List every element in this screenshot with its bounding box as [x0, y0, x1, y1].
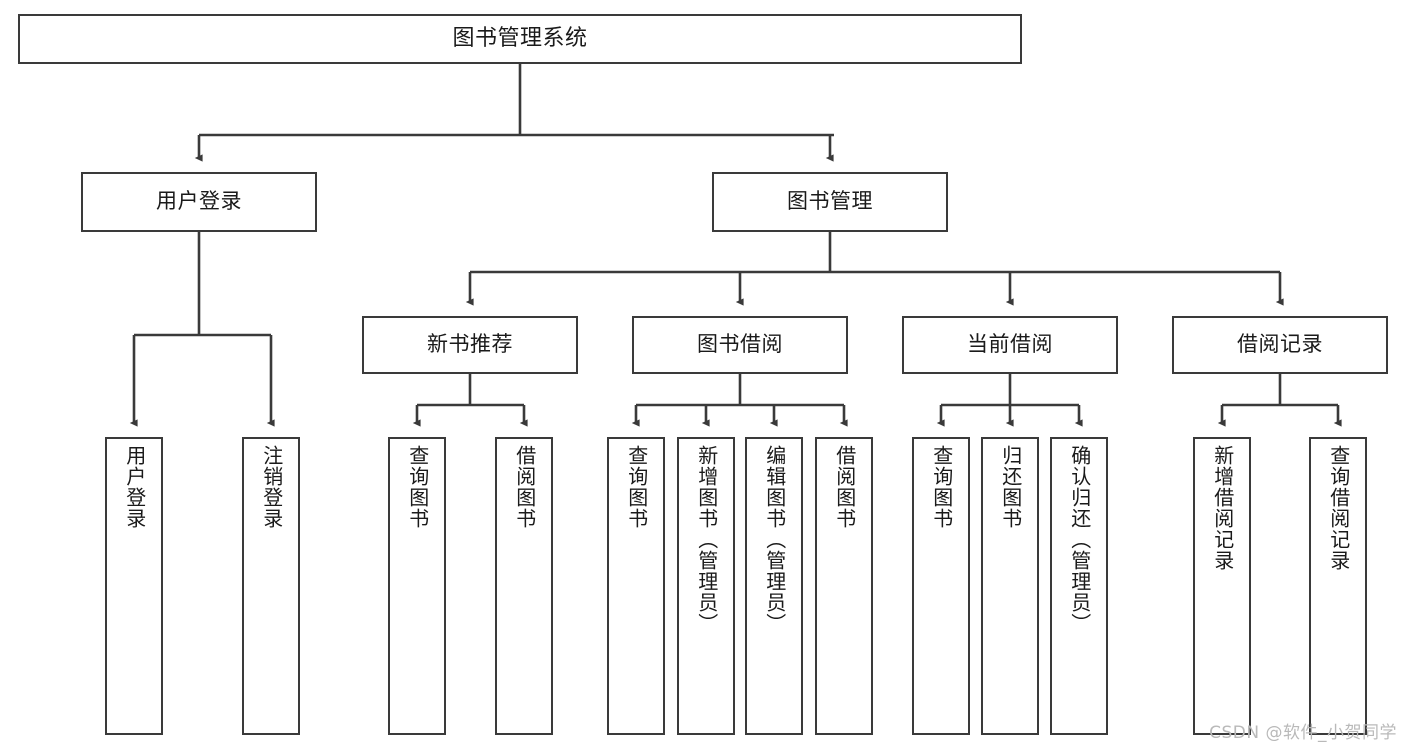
- leaf-bb-add-book-admin[interactable]: 新增图书（管理员）: [677, 437, 735, 735]
- node-root-system[interactable]: 图书管理系统: [18, 14, 1022, 64]
- node-new-book-recommend[interactable]: 新书推荐: [362, 316, 578, 374]
- leaf-user-login-login[interactable]: 用户登录: [105, 437, 163, 735]
- leaf-label: 查询图书: [624, 445, 649, 529]
- leaf-label: 编辑图书（管理员）: [762, 445, 787, 634]
- leaf-br-query-record[interactable]: 查询借阅记录: [1309, 437, 1367, 735]
- leaf-label: 注销登录: [259, 445, 284, 529]
- leaf-label: 归还图书: [998, 445, 1023, 529]
- leaf-cb-confirm-return-admin[interactable]: 确认归还（管理员）: [1050, 437, 1108, 735]
- node-user-login[interactable]: 用户登录: [81, 172, 317, 232]
- leaf-label: 借阅图书: [832, 445, 857, 529]
- node-borrow-record[interactable]: 借阅记录: [1172, 316, 1388, 374]
- leaf-bb-query-book[interactable]: 查询图书: [607, 437, 665, 735]
- leaf-label: 查询图书: [929, 445, 954, 529]
- node-book-management[interactable]: 图书管理: [712, 172, 948, 232]
- leaf-label: 新增借阅记录: [1210, 445, 1235, 571]
- leaf-cb-return-book[interactable]: 归还图书: [981, 437, 1039, 735]
- csdn-watermark: CSDN @软件_小贺同学: [1209, 723, 1397, 743]
- leaf-bb-borrow-book[interactable]: 借阅图书: [815, 437, 873, 735]
- leaf-nbr-query-book[interactable]: 查询图书: [388, 437, 446, 735]
- leaf-label: 查询借阅记录: [1326, 445, 1351, 571]
- leaf-label: 新增图书（管理员）: [694, 445, 719, 634]
- leaf-user-login-logout[interactable]: 注销登录: [242, 437, 300, 735]
- leaf-bb-edit-book-admin[interactable]: 编辑图书（管理员）: [745, 437, 803, 735]
- leaf-label: 确认归还（管理员）: [1067, 445, 1092, 634]
- leaf-cb-query-book[interactable]: 查询图书: [912, 437, 970, 735]
- leaf-br-add-record[interactable]: 新增借阅记录: [1193, 437, 1251, 735]
- node-book-borrow[interactable]: 图书借阅: [632, 316, 848, 374]
- leaf-label: 借阅图书: [512, 445, 537, 529]
- leaf-label: 查询图书: [405, 445, 430, 529]
- leaf-nbr-borrow-book[interactable]: 借阅图书: [495, 437, 553, 735]
- node-current-borrow[interactable]: 当前借阅: [902, 316, 1118, 374]
- leaf-label: 用户登录: [122, 445, 147, 529]
